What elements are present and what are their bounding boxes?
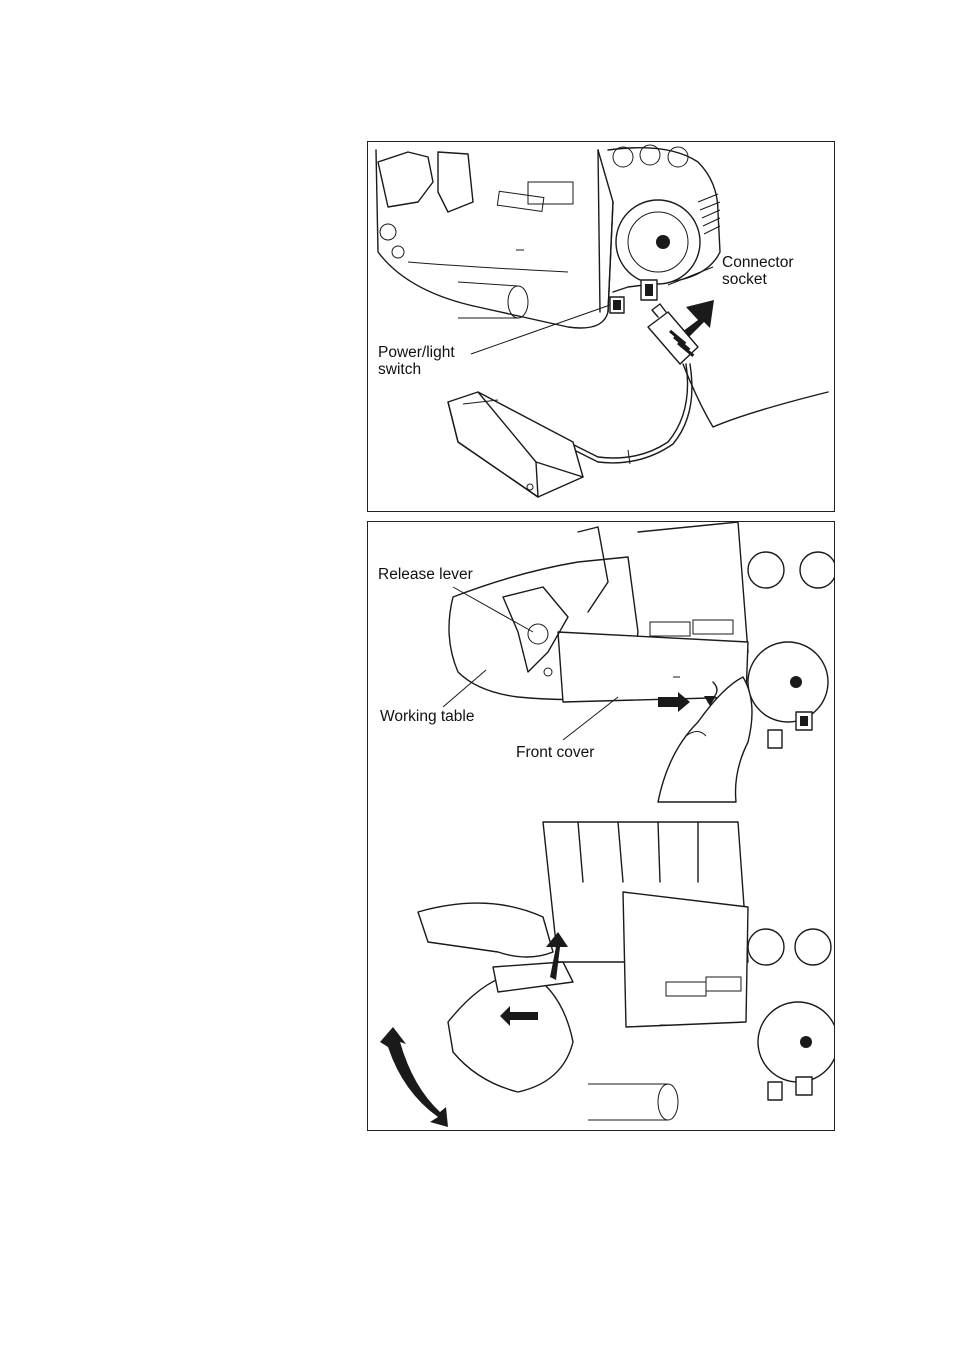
power-light-switch-label: Power/light switch [378, 344, 455, 378]
connector-socket-label: Connector socket [722, 254, 794, 288]
push-arrow-icon [682, 300, 714, 338]
serger-machine-illustration [368, 142, 835, 512]
figure-connector-panel: Connector socket Power/light switch [367, 141, 835, 512]
serger-front-cover-illustration [368, 522, 835, 1131]
working-table-label: Working table [380, 708, 474, 725]
front-cover-label: Front cover [516, 744, 594, 761]
foot-controller-icon [448, 392, 583, 497]
release-lever-label: Release lever [378, 566, 473, 583]
figure-front-cover-panel: Release lever Working table Front cover [367, 521, 835, 1131]
